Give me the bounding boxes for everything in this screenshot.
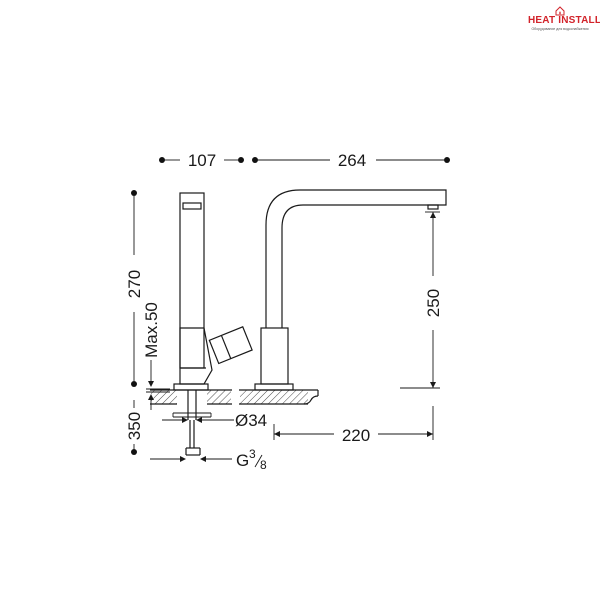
dimension-reach: 220 [273,406,434,445]
faucet-base-plate [173,383,209,391]
dimension-endpoint [252,157,258,163]
faucet-front-base [254,383,294,391]
dimension-hole-diameter: Ø34 [162,411,267,430]
dim-label-connection: G [236,451,249,470]
dim-label-220: 220 [342,426,370,445]
faucet-body [179,327,213,385]
faucet-spout-tip [182,202,202,210]
dim-label-270: 270 [125,270,144,298]
dim-label-350: 350 [125,412,144,440]
dimension-endpoint [444,157,450,163]
logo-title: HEAT INSTALL [528,15,600,26]
dim-label-107: 107 [188,151,216,170]
lever-handle [208,326,253,365]
logo-tagline: Оборудование для водоснабжения [531,27,589,31]
countertop-right [239,389,319,405]
dimension-left-vertical: 270 350 [125,190,144,455]
dimension-endpoint [131,381,137,387]
faucet-front-view [254,189,447,391]
faucet-side-view [173,192,253,391]
mounting-shank [172,390,212,456]
faucet-front-body [260,327,289,385]
dimension-endpoint [131,449,137,455]
countertop-left [150,389,232,405]
dim-label-connection-num: 3 [249,447,256,461]
dim-label-max50: Max.50 [142,302,161,358]
dimension-top-left: 107 [159,151,244,170]
dimension-endpoint [238,157,244,163]
dimension-endpoint [159,157,165,163]
aerator [427,204,439,210]
dimension-endpoint [131,190,137,196]
dimension-spout-height: 250 [400,211,443,389]
dim-label-264: 264 [338,151,366,170]
brand-logo: HEAT INSTALL Оборудование для водоснабже… [528,6,600,31]
dimension-connection: G 3 8 [150,447,267,472]
faucet-column [179,192,205,369]
dimension-top-right: 264 [252,151,450,170]
dim-label-250: 250 [424,289,443,317]
dim-label-connection-den: 8 [260,458,267,472]
dim-label-diameter: Ø34 [235,411,267,430]
house-flame-icon [555,6,565,16]
faucet-spout [265,189,447,328]
